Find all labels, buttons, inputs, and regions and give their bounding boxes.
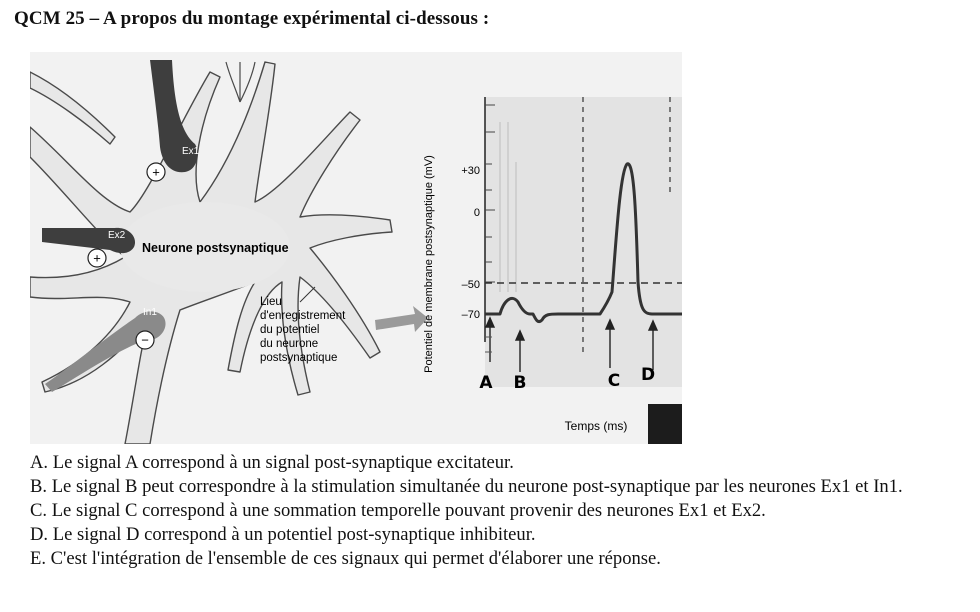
option-a[interactable]: A. Le signal A correspond à un signal po… xyxy=(30,452,514,473)
svg-text:−: − xyxy=(141,333,149,348)
signal-letter-d: D xyxy=(641,365,655,385)
svg-text:postsynaptique: postsynaptique xyxy=(260,352,337,364)
option-e[interactable]: E. C'est l'intégration de l'ensemble de … xyxy=(30,548,661,569)
ex1-terminal xyxy=(150,60,198,173)
in1-minus-marker xyxy=(135,330,155,350)
membrane-potential-graph: Potentiel de membrane postsynaptique (mV… xyxy=(423,97,682,444)
recording-site-label: Lieu d'enregistrement du potentiel du ne… xyxy=(260,296,346,364)
ex2-plus-marker xyxy=(87,248,107,268)
svg-text:+: + xyxy=(152,165,160,180)
svg-text:Lieu: Lieu xyxy=(260,296,282,308)
option-b[interactable]: B. Le signal B peut correspondre à la st… xyxy=(30,476,903,497)
signal-letter-b: B xyxy=(514,373,527,393)
ytick-minus70: –70 xyxy=(462,309,480,321)
postsynaptic-neuron-label: Neurone postsynaptique xyxy=(142,241,289,255)
graph-x-axis-label: Temps (ms) xyxy=(565,419,628,433)
ex1-label: Ex1 xyxy=(182,146,200,157)
signal-letter-c: C xyxy=(608,371,620,391)
svg-text:du potentiel: du potentiel xyxy=(260,324,319,336)
black-box xyxy=(648,404,682,444)
option-d[interactable]: D. Le signal D correspond à un potentiel… xyxy=(30,524,536,545)
arrow-to-graph xyxy=(375,306,428,332)
ytick-plus30: +30 xyxy=(461,165,480,177)
graph-y-axis-label: Potentiel de membrane postsynaptique (mV… xyxy=(423,155,435,373)
svg-text:+: + xyxy=(93,251,101,266)
svg-text:d'enregistrement: d'enregistrement xyxy=(260,310,346,322)
ex1-plus-marker xyxy=(146,162,166,182)
ytick-0: 0 xyxy=(474,207,480,219)
answer-options: A. Le signal A correspond à un signal po… xyxy=(30,451,960,571)
neuron-drawing: Ex1 + Ex2 + In1 − Neurone postsynaptique… xyxy=(30,60,428,444)
ytick-minus50: –50 xyxy=(462,279,480,291)
svg-text:du neurone: du neurone xyxy=(260,338,318,350)
ex2-label: Ex2 xyxy=(108,230,126,241)
signal-letter-a: A xyxy=(479,373,493,393)
in1-terminal xyxy=(45,311,166,392)
membrane-potential-trace xyxy=(485,162,682,324)
option-c[interactable]: C. Le signal C correspond à une sommatio… xyxy=(30,500,766,521)
ex2-terminal xyxy=(42,227,136,254)
question-title: QCM 25 – A propos du montage expérimenta… xyxy=(14,8,490,29)
experimental-setup-figure: Ex1 + Ex2 + In1 − Neurone postsynaptique… xyxy=(30,52,682,444)
in1-label: In1 xyxy=(143,307,157,318)
